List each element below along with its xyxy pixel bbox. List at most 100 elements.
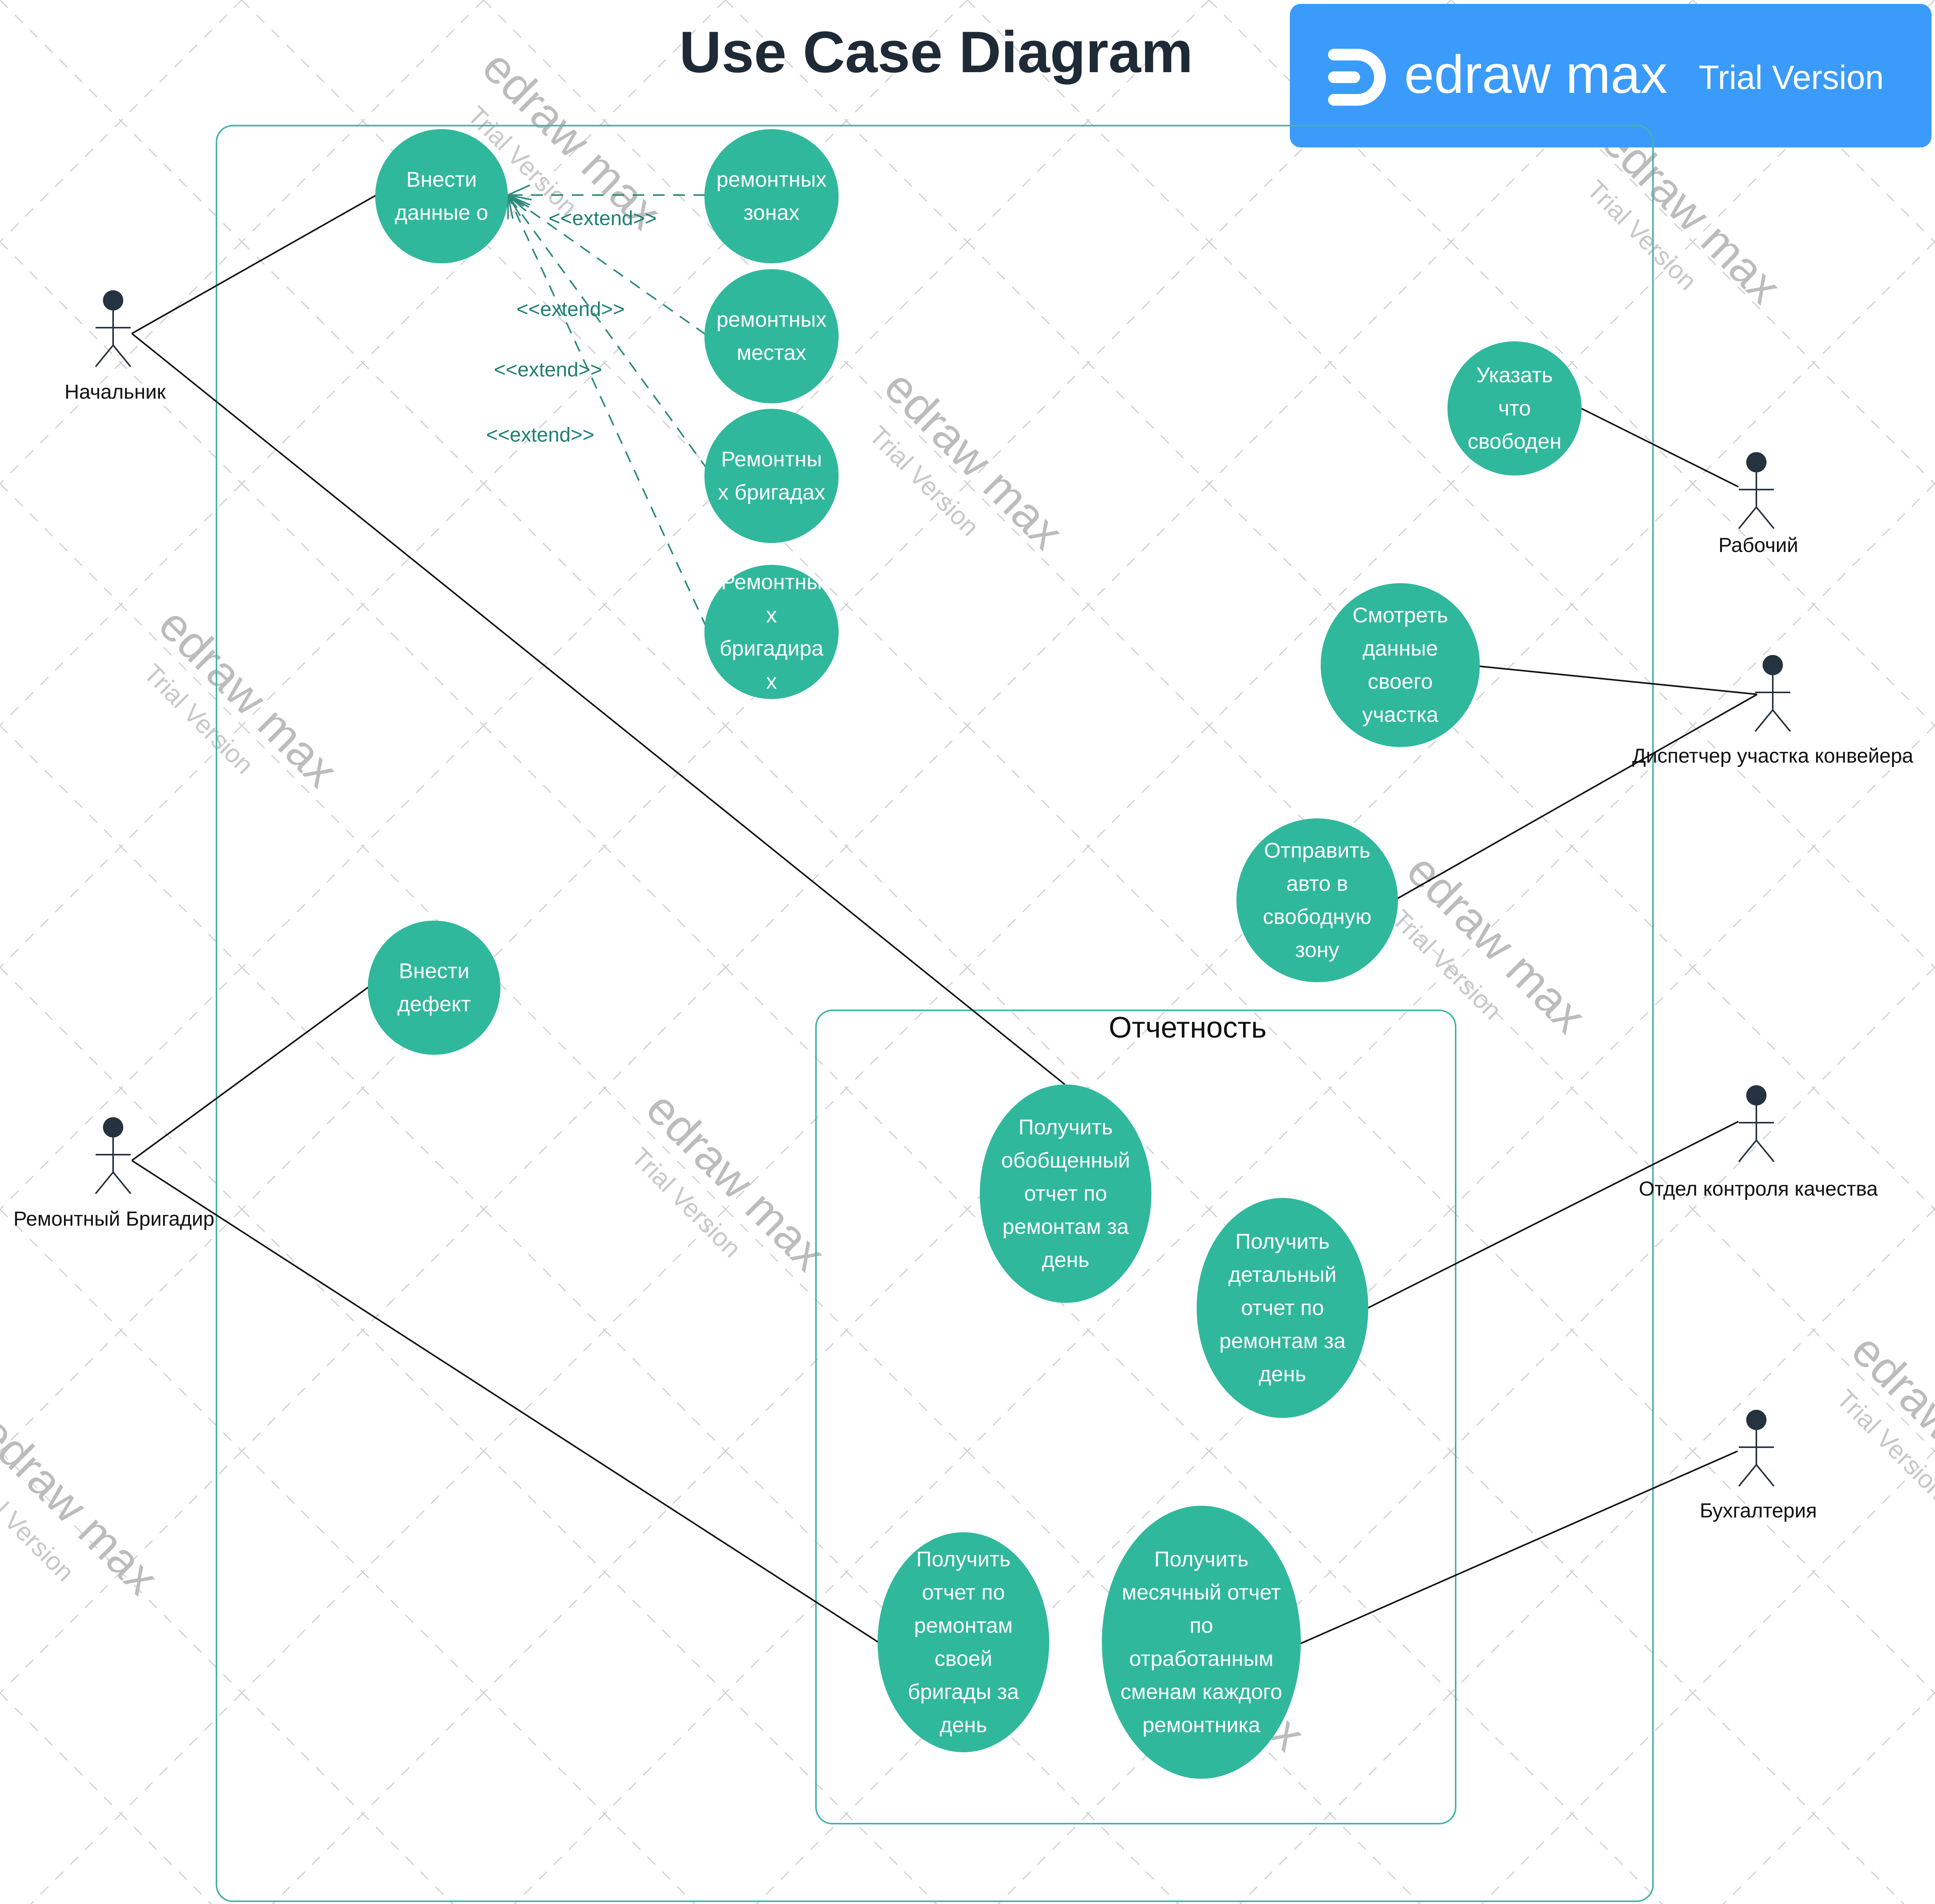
use-case-label-line: зонах: [743, 201, 800, 225]
package-otchetnost: [815, 1010, 1456, 1824]
use-case-label-line: Внести: [399, 959, 469, 983]
package-title: Отчетность: [1109, 1011, 1267, 1044]
extend-line: [507, 194, 709, 471]
actor-figure-icon: [95, 290, 131, 367]
use-case-label-line: ремонтам: [914, 1613, 1013, 1638]
actor-label: Бухгалтерия: [1700, 1499, 1817, 1522]
use-case-label-line: ремонтам за: [1002, 1214, 1129, 1239]
use-case-label-line: данные о: [395, 201, 488, 225]
extend-label: <<extend>>: [486, 424, 594, 446]
use-case-label-line: бригадира: [720, 636, 824, 660]
actor-brigadir[interactable]: Ремонтный Бригадир: [13, 1117, 215, 1230]
use-case-smotret[interactable]: Смотреть данные своего участка: [1321, 583, 1480, 747]
use-case-detalny[interactable]: Получить детальный отчет по ремонтам за день: [1197, 1198, 1368, 1418]
association-line: [1579, 407, 1739, 488]
actor-label: Диспетчер участка конвейера: [1632, 745, 1914, 767]
use-case-label-line: Отправить: [1264, 838, 1371, 862]
actor-rabochiy[interactable]: Рабочий: [1719, 452, 1798, 557]
use-case-label-line: по: [1190, 1613, 1213, 1638]
actor-figure-icon: [95, 1117, 131, 1194]
actor-label: Начальник: [64, 381, 166, 403]
extend-relations: [506, 184, 709, 628]
use-case-label-line: участка: [1362, 703, 1438, 727]
use-case-label-line: что: [1498, 396, 1531, 420]
use-case-label-line: Внести: [406, 167, 477, 192]
trial-badge[interactable]: edraw max Trial Version: [1290, 4, 1931, 147]
use-case-ellipse: [375, 129, 508, 263]
use-case-label-line: Указать: [1476, 363, 1553, 387]
use-case-vnesti-dannye[interactable]: Внести данные о: [375, 129, 508, 263]
trial-badge-version: Trial Version: [1699, 59, 1884, 96]
edraw-logo-icon: [1328, 49, 1386, 106]
use-case-label-line: ремонтных: [717, 307, 827, 332]
actor-okk[interactable]: Отдел контроля качества: [1639, 1085, 1878, 1200]
actor-figure-icon: [1738, 1410, 1775, 1487]
actor-figure-icon: [1738, 452, 1775, 529]
use-case-ellipse: [1197, 1198, 1368, 1418]
actor-figure-icon: [1738, 1085, 1775, 1162]
use-case-label-line: свободную: [1263, 905, 1372, 929]
use-case-ellipse: [1102, 1506, 1301, 1779]
use-case-label-line: сменам каждого: [1121, 1680, 1282, 1704]
use-case-zonah[interactable]: ремонтных зонах: [704, 129, 839, 263]
extend-labels: <<extend>> <<extend>> <<extend>> <<exten…: [486, 207, 657, 446]
use-case-ellipse: [878, 1532, 1049, 1752]
use-case-ellipse: [1236, 818, 1398, 982]
use-case-label-line: своего: [1368, 669, 1433, 694]
use-case-label-line: обобщенный: [1001, 1148, 1130, 1172]
association-line: [131, 986, 369, 1161]
use-case-label-line: х бригадах: [718, 480, 825, 504]
use-case-brigadah[interactable]: Ремонтны х бригадах: [704, 409, 839, 543]
use-case-ellipse: [704, 565, 839, 699]
association-line: [1396, 694, 1758, 900]
use-case-label-line: авто в: [1286, 871, 1348, 896]
use-case-ellipse: [704, 409, 839, 543]
actor-nachalnik[interactable]: Начальник: [64, 290, 166, 403]
association-line: [131, 1160, 879, 1643]
actor-label: Отдел контроля качества: [1639, 1178, 1878, 1200]
use-case-label-line: х: [766, 603, 777, 627]
use-case-label-line: отчет по: [1241, 1295, 1324, 1320]
use-case-label-line: Ремонтны: [721, 447, 822, 471]
use-case-label-line: день: [940, 1713, 987, 1737]
use-case-label-line: своей: [935, 1647, 992, 1671]
use-case-label-line: местах: [737, 341, 807, 365]
trial-badge-background: [1290, 4, 1931, 147]
extend-label: <<extend>>: [516, 298, 625, 321]
use-case-label-line: ремонтника: [1142, 1713, 1261, 1737]
use-case-label-line: ремонтных: [717, 167, 827, 192]
use-case-label-line: отработанным: [1129, 1647, 1273, 1671]
use-case-ellipse: [1447, 341, 1582, 476]
actor-buh[interactable]: Бухгалтерия: [1700, 1410, 1817, 1522]
use-case-label-line: Получить: [1235, 1229, 1330, 1253]
use-case-label-line: день: [1259, 1362, 1306, 1386]
use-case-label-line: данные: [1362, 636, 1438, 660]
use-case-label-line: бригады за: [908, 1680, 1019, 1704]
association-line: [1479, 665, 1758, 695]
use-case-mestah[interactable]: ремонтных местах: [704, 269, 839, 403]
association-line: [1367, 1121, 1739, 1309]
use-case-label-line: Смотреть: [1352, 603, 1448, 627]
use-case-label-line: детальный: [1228, 1262, 1336, 1286]
use-case-label-line: день: [1042, 1247, 1089, 1272]
use-case-label-line: ремонтам за: [1219, 1329, 1346, 1353]
use-case-ellipse: [704, 269, 839, 403]
diagram-title: Use Case Diagram: [679, 19, 1193, 85]
extend-label: <<extend>>: [548, 207, 657, 230]
use-case-label-line: Получить: [1018, 1115, 1113, 1139]
actor-dispetcher[interactable]: Диспетчер участка конвейера: [1632, 655, 1914, 767]
extend-line: [507, 195, 708, 628]
extend-arrowhead: [507, 193, 527, 220]
use-case-label-line: месячный отчет: [1122, 1580, 1281, 1604]
actor-label: Ремонтный Бригадир: [13, 1208, 214, 1230]
use-case-label-line: Ремонтны: [721, 570, 822, 594]
